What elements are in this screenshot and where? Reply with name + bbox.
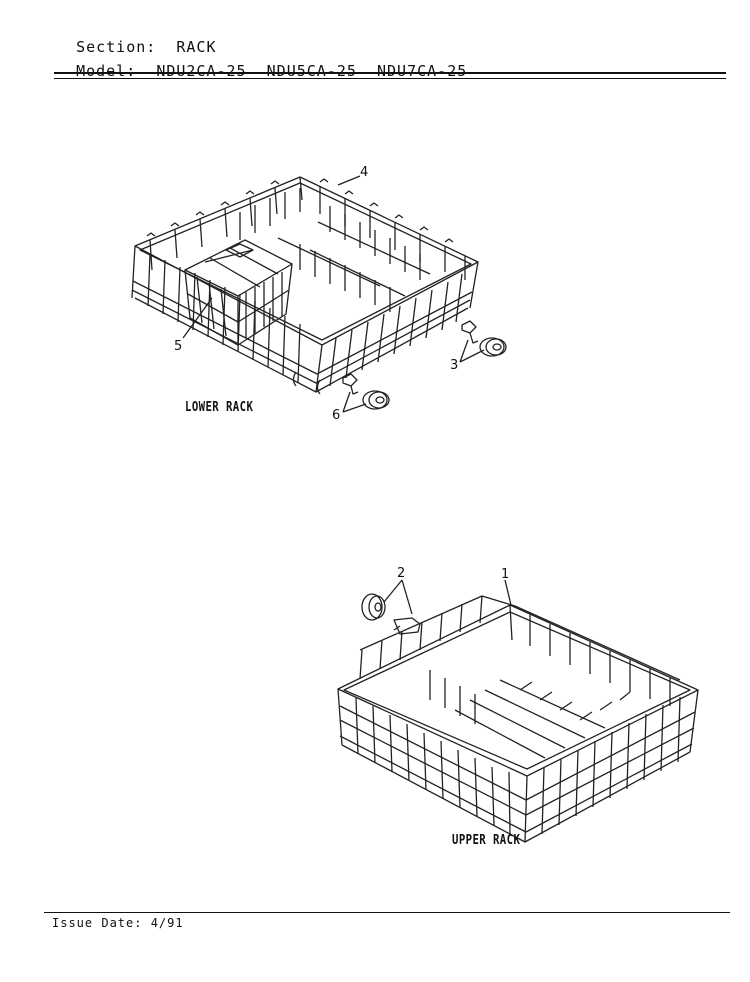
callout-2-leader	[383, 579, 413, 615]
upper-rack-label: UPPER RACK	[452, 833, 521, 848]
callout-3-leader	[459, 339, 485, 363]
callout-3: 3	[450, 358, 459, 373]
callout-5-leader	[182, 297, 213, 339]
part-2-roller	[361, 593, 421, 635]
section-label: Section:	[76, 38, 157, 56]
callout-4-leader	[337, 175, 361, 186]
model-label: Model:	[76, 62, 137, 80]
issue-date: Issue Date: 4/91	[52, 916, 184, 930]
part-6-roller	[342, 373, 390, 410]
callout-1-leader	[504, 579, 512, 606]
lower-rack-illustration	[131, 176, 479, 395]
callout-2: 2	[397, 566, 406, 581]
model-heading: Model: NDU2CA-25 NDU5CA-25 NDU7CA-25	[56, 44, 467, 80]
model-number: NDU2CA-25	[156, 62, 247, 80]
lower-rack-label: LOWER RACK	[185, 400, 254, 415]
upper-rack-illustration	[337, 595, 699, 843]
callout-6: 6	[332, 408, 341, 423]
header-rule-top	[54, 72, 726, 74]
callout-5: 5	[174, 339, 183, 354]
model-number: NDU7CA-25	[377, 62, 468, 80]
callout-6-leader	[342, 391, 367, 413]
footer-rule	[44, 912, 730, 913]
section-value: RACK	[176, 38, 217, 56]
callout-1: 1	[501, 567, 510, 582]
section-heading: Section: RACK	[56, 20, 217, 56]
part-3-roller	[461, 320, 507, 357]
header-rule-bottom	[54, 78, 726, 79]
callout-4: 4	[360, 165, 369, 180]
model-number: NDU5CA-25	[266, 62, 357, 80]
